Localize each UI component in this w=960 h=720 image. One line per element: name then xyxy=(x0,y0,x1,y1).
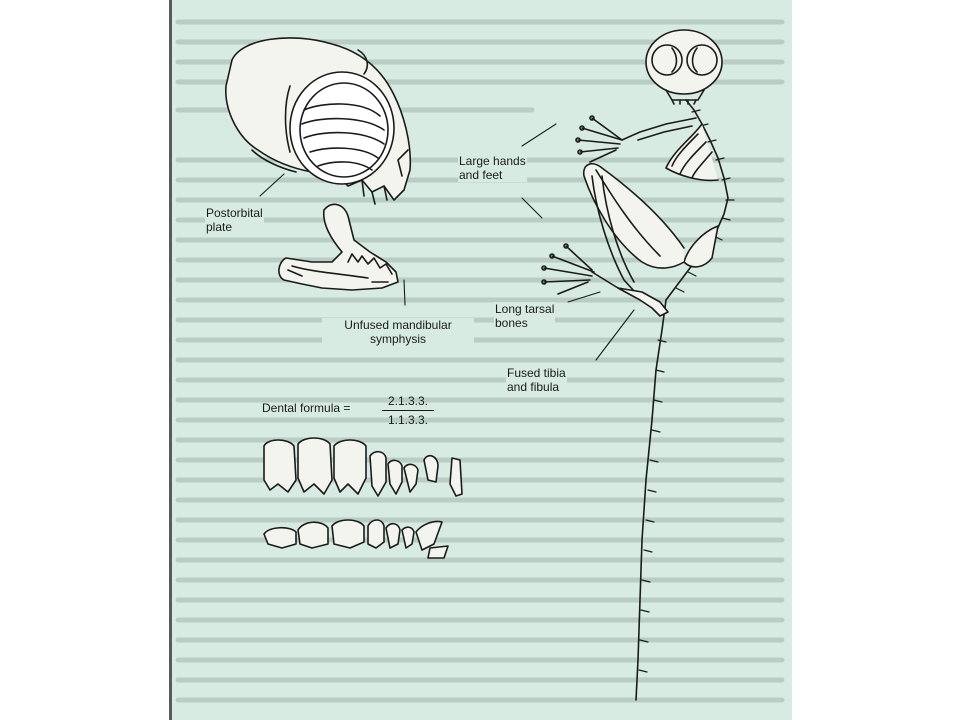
dental-formula-lower: 1.1.3.3. xyxy=(387,413,429,427)
unfused-mandibular-symphysis-label: Unfused mandibular symphysis xyxy=(322,318,474,346)
dental-formula-upper: 2.1.3.3. xyxy=(382,394,434,411)
long-tarsal-bones-label: Long tarsal bones xyxy=(494,302,556,330)
dental-formula-label: Dental formula = xyxy=(262,401,351,415)
leader-lines xyxy=(259,123,635,361)
skull-drawing xyxy=(225,37,412,205)
anatomy-illustration xyxy=(225,29,735,701)
large-hands-feet-label: Large hands and feet xyxy=(458,154,527,182)
skeleton-drawing xyxy=(541,29,735,701)
postorbital-plate-label: Postorbital plate xyxy=(205,206,264,234)
book-page: Postorbital plate Unfused mandibular sym… xyxy=(169,0,792,720)
upper-teeth-drawing xyxy=(263,437,463,497)
lower-teeth-drawing xyxy=(263,519,449,559)
mandible-drawing xyxy=(278,203,399,291)
fused-tibia-fibula-label: Fused tibia and fibula xyxy=(506,366,567,394)
dental-formula-fraction: 2.1.3.3. 1.1.3.3. xyxy=(382,394,434,427)
